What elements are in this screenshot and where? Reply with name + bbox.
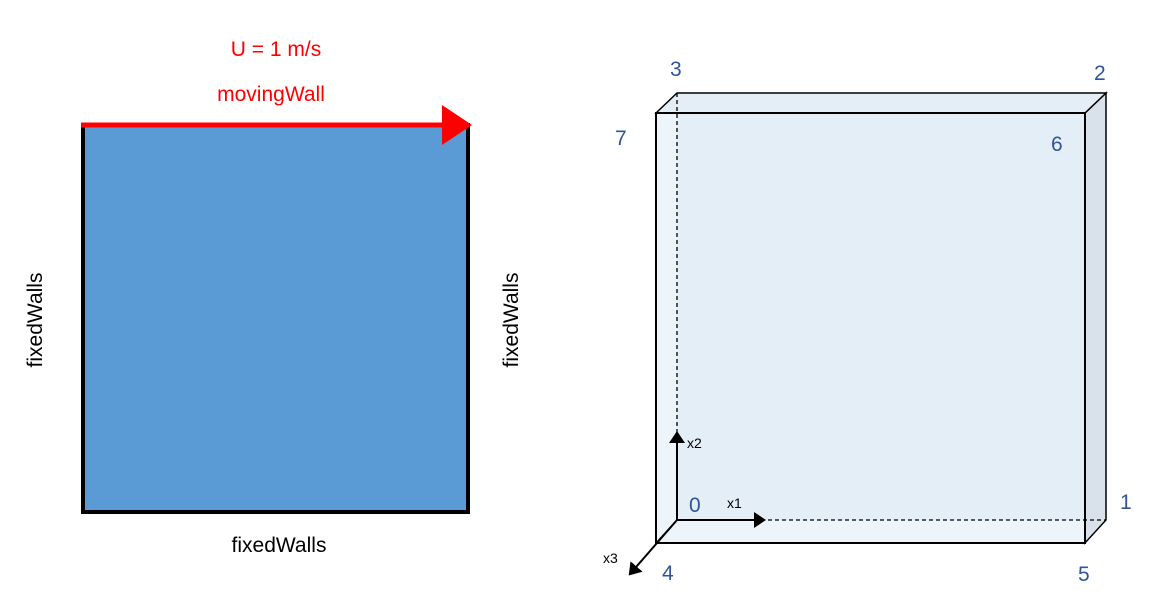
vertex-label-5: 5 — [1078, 563, 1090, 586]
vertex-label-0: 0 — [689, 494, 701, 517]
vertex-label-3: 3 — [670, 58, 682, 81]
x3-axis-label: x3 — [603, 550, 618, 566]
vertex-label-7: 7 — [615, 127, 627, 150]
vertex-label-2: 2 — [1094, 62, 1106, 85]
cavity-domain — [81, 123, 470, 514]
moving-wall-label: movingWall — [217, 83, 325, 106]
vertex-label-4: 4 — [662, 562, 674, 585]
block-diagram: x2 x1 x3 0 1 2 3 4 5 6 7 — [603, 58, 1132, 586]
x3-axis-arrow — [628, 519, 678, 576]
block-side-face — [1084, 91, 1107, 545]
velocity-label: U = 1 m/s — [231, 38, 321, 61]
vertex-label-6: 6 — [1051, 133, 1063, 156]
block-top-face — [654, 92, 1108, 114]
left-wall-label: fixedWalls — [24, 273, 47, 368]
cavity-diagram: U = 1 m/s movingWall fixedWalls fixedWal… — [24, 38, 523, 557]
vertex-label-1: 1 — [1120, 491, 1132, 514]
x2-axis-label: x2 — [687, 435, 702, 451]
block-front-face — [655, 112, 1086, 544]
bottom-wall-label: fixedWalls — [232, 534, 327, 557]
x1-axis-label: x1 — [727, 495, 742, 511]
right-wall-label: fixedWalls — [500, 273, 523, 368]
